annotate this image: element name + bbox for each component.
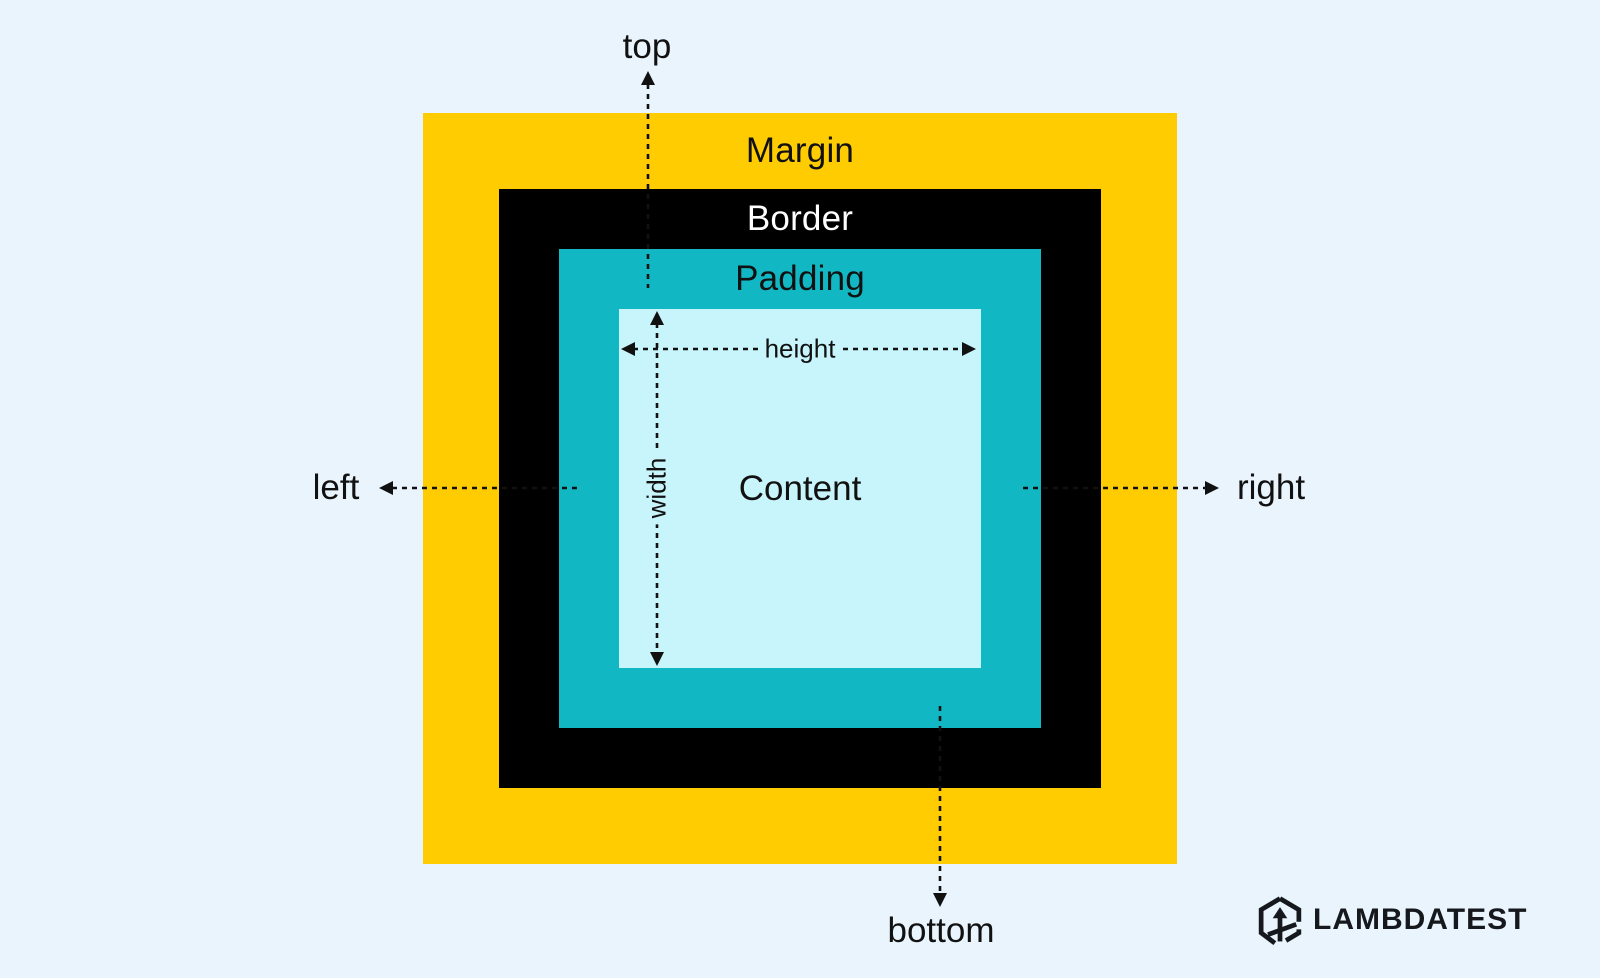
label-width: width: [640, 451, 674, 525]
margin-label: Margin: [745, 131, 855, 170]
margin-box: Margin Border Padding Content: [423, 113, 1177, 864]
lambdatest-hexagon-arrow-icon: [1256, 895, 1304, 945]
label-height: height: [758, 332, 842, 366]
padding-label: Padding: [735, 259, 865, 298]
lambdatest-logo: LAMBDATEST: [1256, 895, 1527, 945]
lambdatest-logo-text: LAMBDATEST: [1313, 903, 1528, 936]
content-box: Content: [619, 309, 981, 668]
border-label: Border: [746, 199, 854, 238]
content-label: Content: [738, 468, 862, 508]
label-left: left: [312, 468, 360, 507]
border-box: Border Padding Content: [499, 189, 1101, 788]
padding-box: Padding Content: [559, 249, 1041, 728]
label-right: right: [1236, 468, 1306, 507]
label-bottom: bottom: [887, 911, 995, 950]
label-top: top: [622, 27, 672, 66]
